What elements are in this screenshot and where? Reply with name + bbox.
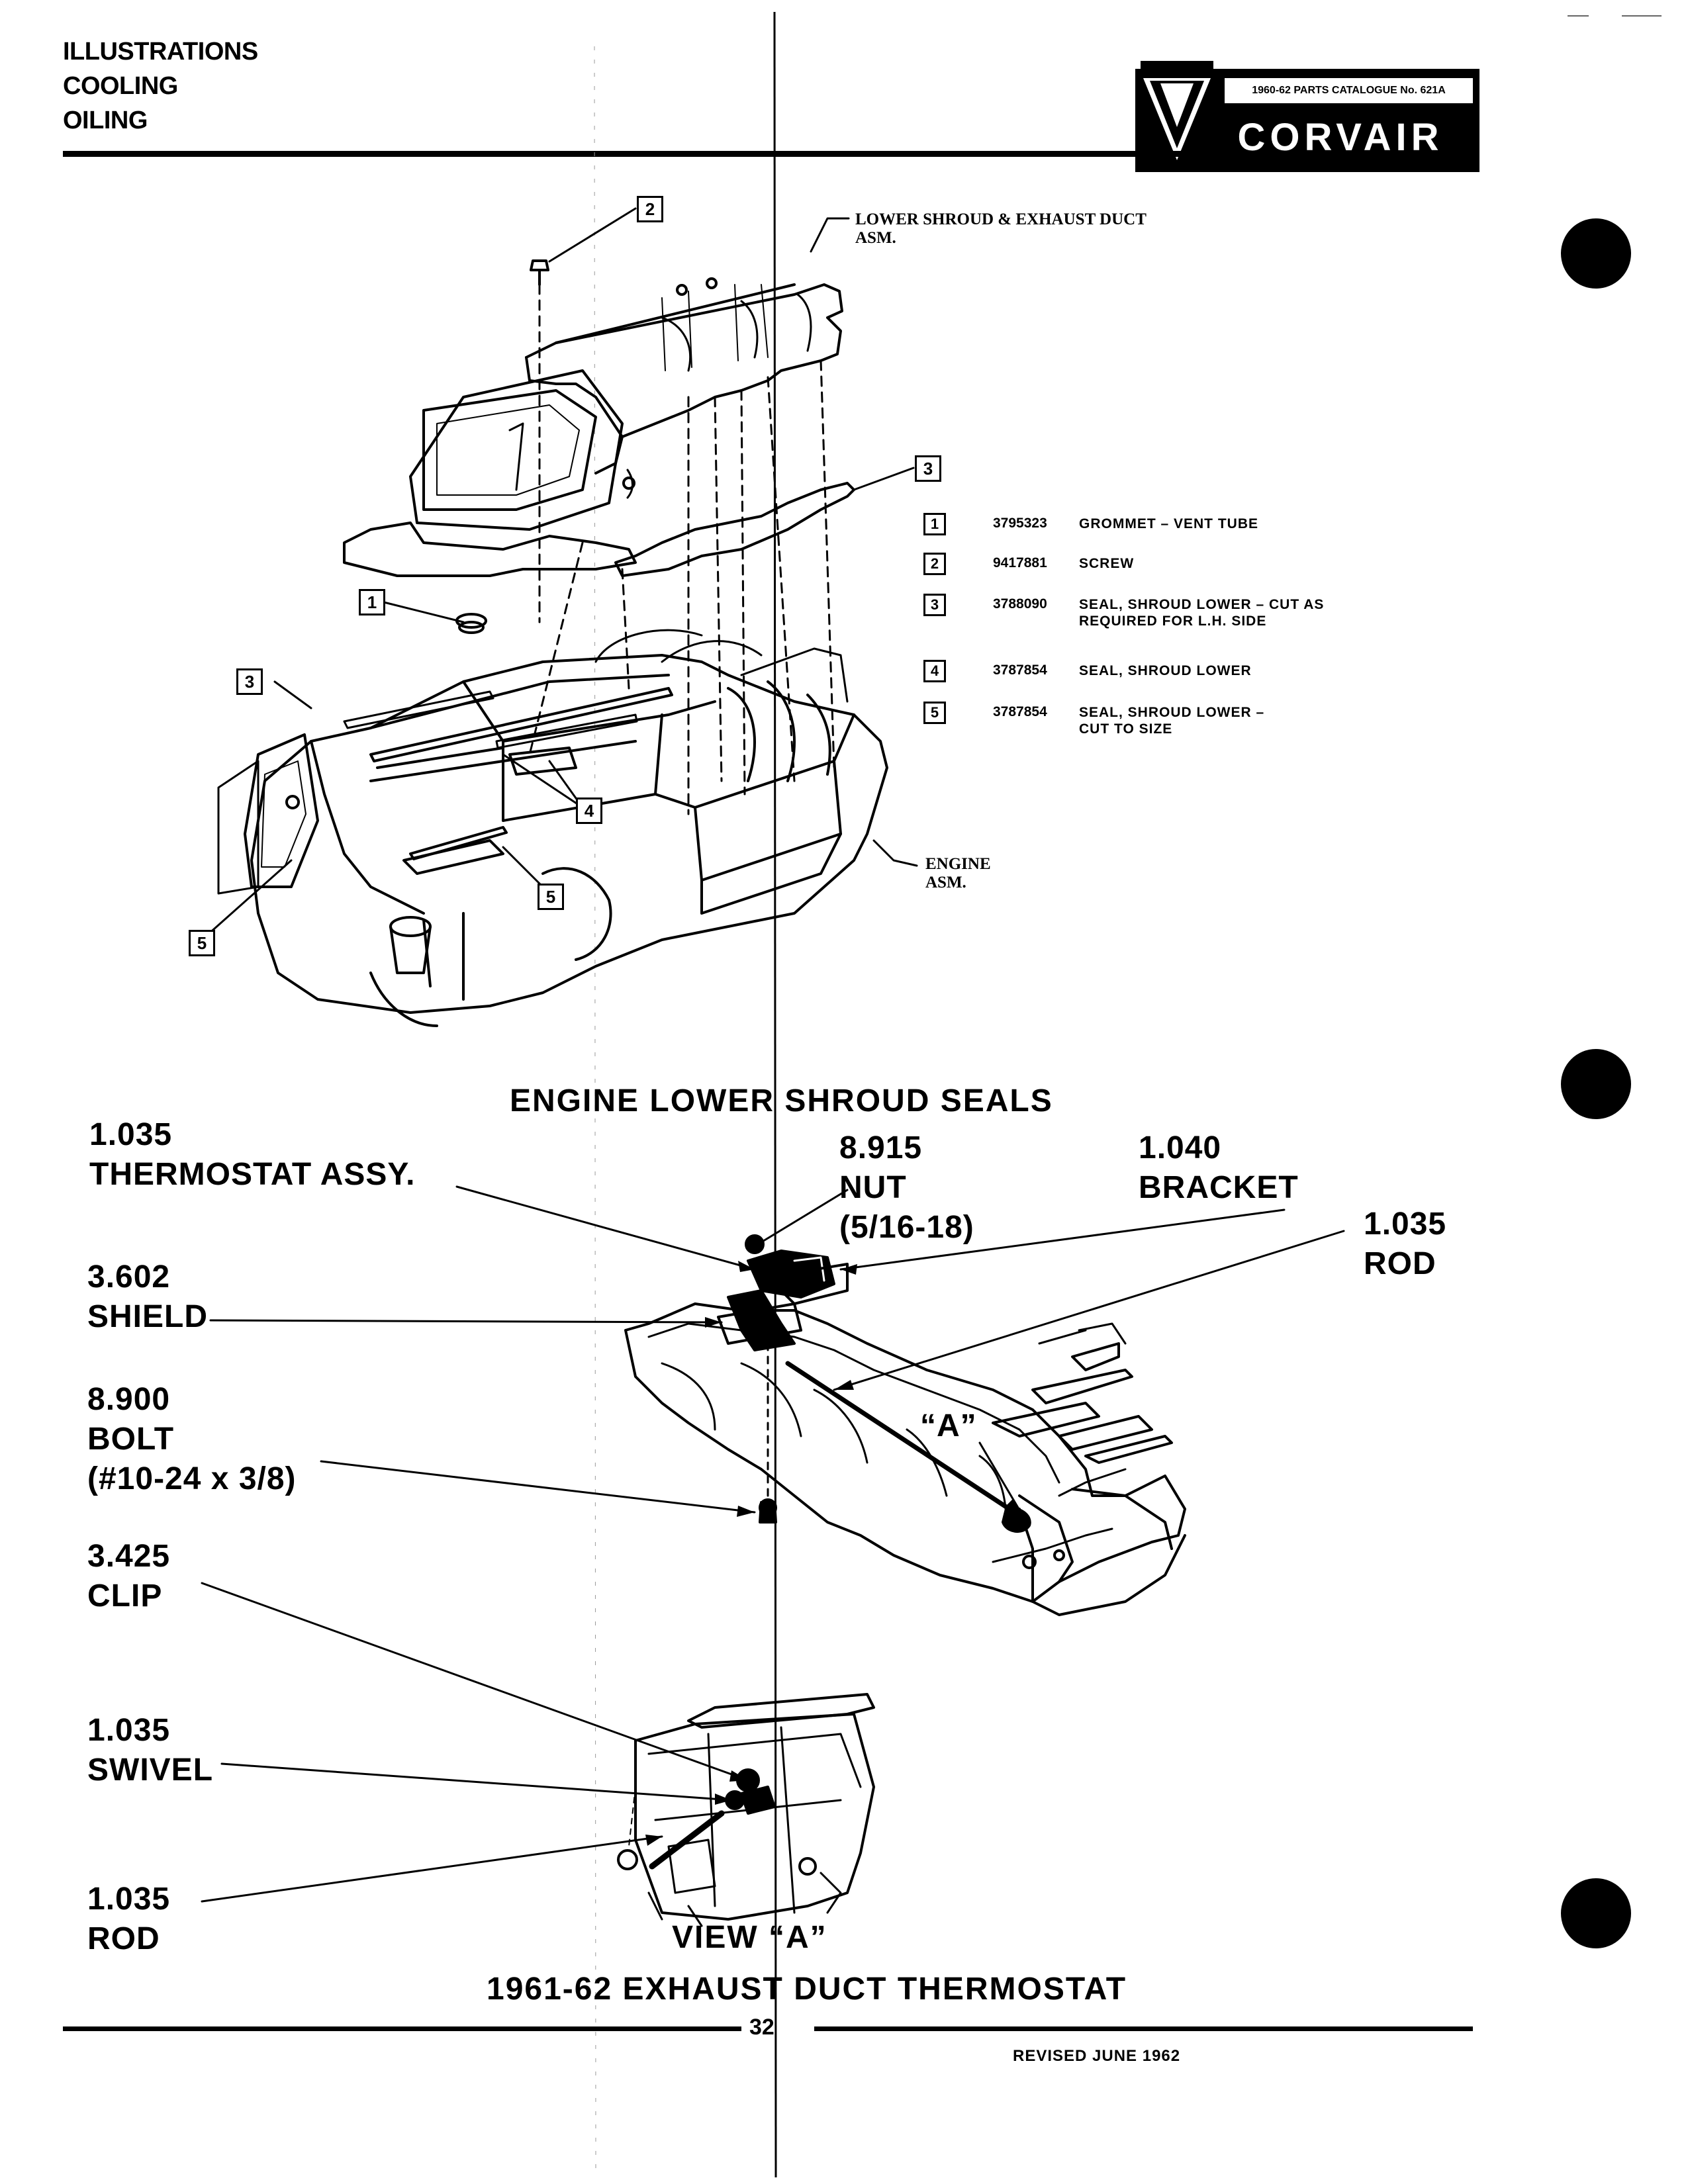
callout-3-upper: 3: [915, 455, 941, 482]
nut-size: (5/16-18): [839, 1210, 974, 1245]
heading-line-cooling: COOLING: [63, 72, 178, 100]
footer-rule-right: [814, 2026, 1473, 2031]
label-bolt: 8.900 BOLT (#10-24 x 3/8): [87, 1380, 297, 1499]
duct-flanges: [992, 1322, 1173, 1464]
label-thermostat-assy: 1.035 THERMOSTAT ASSY.: [89, 1115, 415, 1195]
binder-hole-bottom: [1561, 1878, 1631, 1948]
thermostat-number: 1.035: [89, 1117, 173, 1152]
swivel-number: 1.035: [87, 1713, 171, 1748]
engine-shroud-drawing: [201, 207, 918, 1027]
label-rod-top: 1.035 ROD: [1364, 1205, 1446, 1284]
legend-description: SEAL, SHROUD LOWER: [1079, 663, 1252, 678]
clip-number: 3.425: [87, 1539, 171, 1574]
callout-5-center: 5: [538, 884, 564, 910]
label-engine-assembly: ENGINE ASM.: [925, 855, 991, 891]
label-shield: 3.602 SHIELD: [87, 1257, 208, 1337]
heading-line-illustrations: ILLUSTRATIONS: [63, 38, 258, 66]
legend-number: 4: [923, 660, 946, 682]
figure-title-engine-lower-shroud-seals: ENGINE LOWER SHROUD SEALS: [510, 1083, 1053, 1118]
rod-top-name: ROD: [1364, 1246, 1436, 1281]
alignment-lines: [528, 283, 835, 815]
label-bracket: 1.040 BRACKET: [1139, 1128, 1299, 1208]
nut-number: 8.915: [839, 1130, 923, 1165]
seal-strip-3: [614, 482, 855, 577]
catalog-number: 1960-62 PARTS CATALOGUE No. 621A: [1225, 78, 1473, 103]
callout-3-left: 3: [236, 668, 263, 695]
thermostat-rod: [785, 1361, 1022, 1518]
leader-lines-view-a: [201, 1582, 749, 1903]
view-a-title: VIEW “A”: [672, 1920, 827, 1955]
corvair-logo-icon: [1141, 61, 1213, 160]
legend-part-number: 9417881: [993, 555, 1047, 570]
revision-date: REVISED JUNE 1962: [1013, 2047, 1181, 2065]
legend-description: SCREW: [1079, 556, 1135, 571]
legend-description: SEAL, SHROUD LOWER – CUT TO SIZE: [1079, 705, 1265, 737]
callout-2: 2: [637, 196, 663, 222]
bolt-size: (#10-24 x 3/8): [87, 1461, 297, 1496]
callout-1: 1: [359, 589, 385, 615]
leader-lines: [201, 207, 918, 941]
view-a-detail: [617, 1693, 875, 1927]
nut-name: NUT: [839, 1170, 907, 1205]
bolt-name: BOLT: [87, 1422, 175, 1457]
legend-part-number: 3787854: [993, 704, 1047, 719]
engine-assembly: [250, 629, 888, 1027]
legend-number: 1: [923, 513, 946, 535]
rod-top-number: 1.035: [1364, 1206, 1447, 1242]
shield-name: SHIELD: [87, 1299, 209, 1334]
heading-line-oiling: OILING: [63, 107, 148, 134]
figure-caption-exhaust-duct-thermostat: 1961-62 EXHAUST DUCT THERMOSTAT: [487, 1972, 1127, 2007]
screw-and-grommet: [455, 259, 549, 634]
header-rule: [63, 151, 1473, 157]
view-a-marker: “A”: [920, 1408, 977, 1443]
section-heading: ILLUSTRATIONS COOLING OILING: [63, 34, 258, 138]
thermostat-name: THERMOSTAT ASSY.: [89, 1157, 416, 1192]
bracket-name: BRACKET: [1139, 1170, 1299, 1205]
left-shroud-fragment: [217, 733, 319, 895]
footer-rule-left: [63, 2026, 741, 2031]
leader-arrowheads: [705, 1261, 1023, 1517]
label-swivel: 1.035 SWIVEL: [87, 1711, 213, 1790]
bolt-number: 8.900: [87, 1382, 171, 1417]
thermostat-parts: [717, 1234, 849, 1524]
exhaust-duct-housing: [624, 1302, 1186, 1616]
legend-number: 5: [923, 702, 946, 724]
legend-part-number: 3795323: [993, 516, 1047, 531]
label-rod-bottom: 1.035 ROD: [87, 1880, 170, 1959]
clip-name: CLIP: [87, 1578, 163, 1614]
rod-bottom-number: 1.035: [87, 1882, 171, 1917]
callout-4: 4: [576, 797, 602, 824]
label-lower-shroud-exhaust-duct: LOWER SHROUD & EXHAUST DUCT ASM.: [855, 210, 1147, 247]
legend-number: 2: [923, 553, 946, 575]
lower-shroud-assembly: [343, 277, 843, 577]
engine-seal-strips: [343, 687, 673, 860]
view-a-arrowheads: [645, 1770, 748, 1846]
swivel-name: SWIVEL: [87, 1752, 214, 1788]
callout-5-left: 5: [189, 930, 215, 956]
label-nut: 8.915 NUT (5/16-18): [839, 1128, 974, 1248]
bracket-number: 1.040: [1139, 1130, 1222, 1165]
leader-lines-thermostat: [209, 1185, 1345, 1517]
rod-bottom-name: ROD: [87, 1921, 160, 1956]
page-number: 32: [749, 2015, 774, 2040]
legend-description: SEAL, SHROUD LOWER – CUT AS REQUIRED FOR…: [1079, 597, 1325, 629]
legend-part-number: 3787854: [993, 662, 1047, 678]
shield-number: 3.602: [87, 1259, 171, 1295]
legend-description: GROMMET – VENT TUBE: [1079, 516, 1259, 531]
binder-hole-top: [1561, 218, 1631, 289]
thermostat-drawing: [201, 1185, 1345, 1927]
binder-hole-middle: [1561, 1049, 1631, 1119]
label-clip: 3.425 CLIP: [87, 1537, 170, 1616]
legend-part-number: 3788090: [993, 596, 1047, 612]
legend-number: 3: [923, 594, 946, 616]
